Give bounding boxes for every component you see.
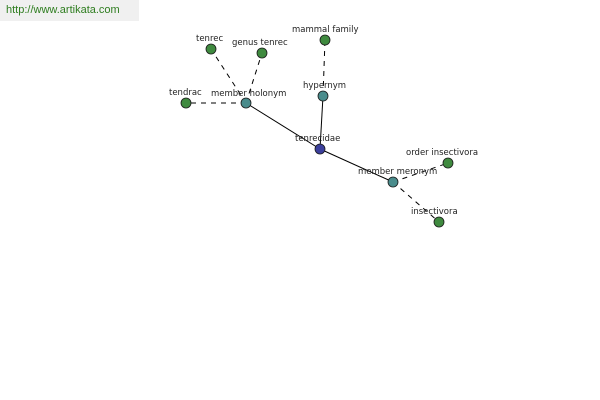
label-insectivora[interactable]: insectivora bbox=[411, 207, 458, 217]
node-hypernym[interactable] bbox=[317, 90, 329, 102]
label-tenrec[interactable]: tenrec bbox=[196, 34, 223, 44]
edge-member-meronym-to-insectivora bbox=[392, 181, 440, 223]
edge-tenrecidae-to-member-holonym bbox=[245, 102, 321, 150]
graph-labels: tenrecidae member holonym hypernym member m… bbox=[169, 25, 478, 217]
node-genus-tenrec[interactable] bbox=[256, 47, 268, 59]
graph-edges bbox=[186, 39, 449, 223]
label-member-holonym[interactable]: member holonym bbox=[211, 89, 286, 99]
label-member-meronym[interactable]: member meronym bbox=[358, 167, 437, 177]
node-order-insectivora[interactable] bbox=[442, 157, 454, 169]
node-tenrecidae[interactable] bbox=[314, 143, 326, 155]
node-insectivora[interactable] bbox=[433, 216, 445, 228]
label-hypernym[interactable]: hypernym bbox=[303, 81, 346, 91]
node-member-meronym[interactable] bbox=[387, 176, 399, 188]
edge-member-holonym-to-genus-tenrec bbox=[245, 52, 263, 104]
label-tenrecidae[interactable]: tenrecidae bbox=[295, 134, 340, 144]
watermark-link[interactable]: http://www.artikata.com bbox=[0, 0, 139, 21]
graph-nodes bbox=[180, 34, 454, 228]
label-mammal-family[interactable]: mammal family bbox=[292, 25, 359, 35]
label-genus-tenrec[interactable]: genus tenrec bbox=[232, 38, 288, 48]
label-tendrac[interactable]: tendrac bbox=[169, 88, 202, 98]
node-tendrac[interactable] bbox=[180, 97, 192, 109]
node-member-holonym[interactable] bbox=[240, 97, 252, 109]
edge-member-holonym-to-tenrec bbox=[210, 48, 247, 104]
node-mammal-family[interactable] bbox=[319, 34, 331, 46]
node-tenrec[interactable] bbox=[205, 43, 217, 55]
edge-tenrecidae-to-member-meronym bbox=[319, 148, 394, 183]
edge-tenrecidae-to-hypernym bbox=[319, 95, 324, 150]
label-order-insectivora[interactable]: order insectivora bbox=[406, 148, 478, 158]
